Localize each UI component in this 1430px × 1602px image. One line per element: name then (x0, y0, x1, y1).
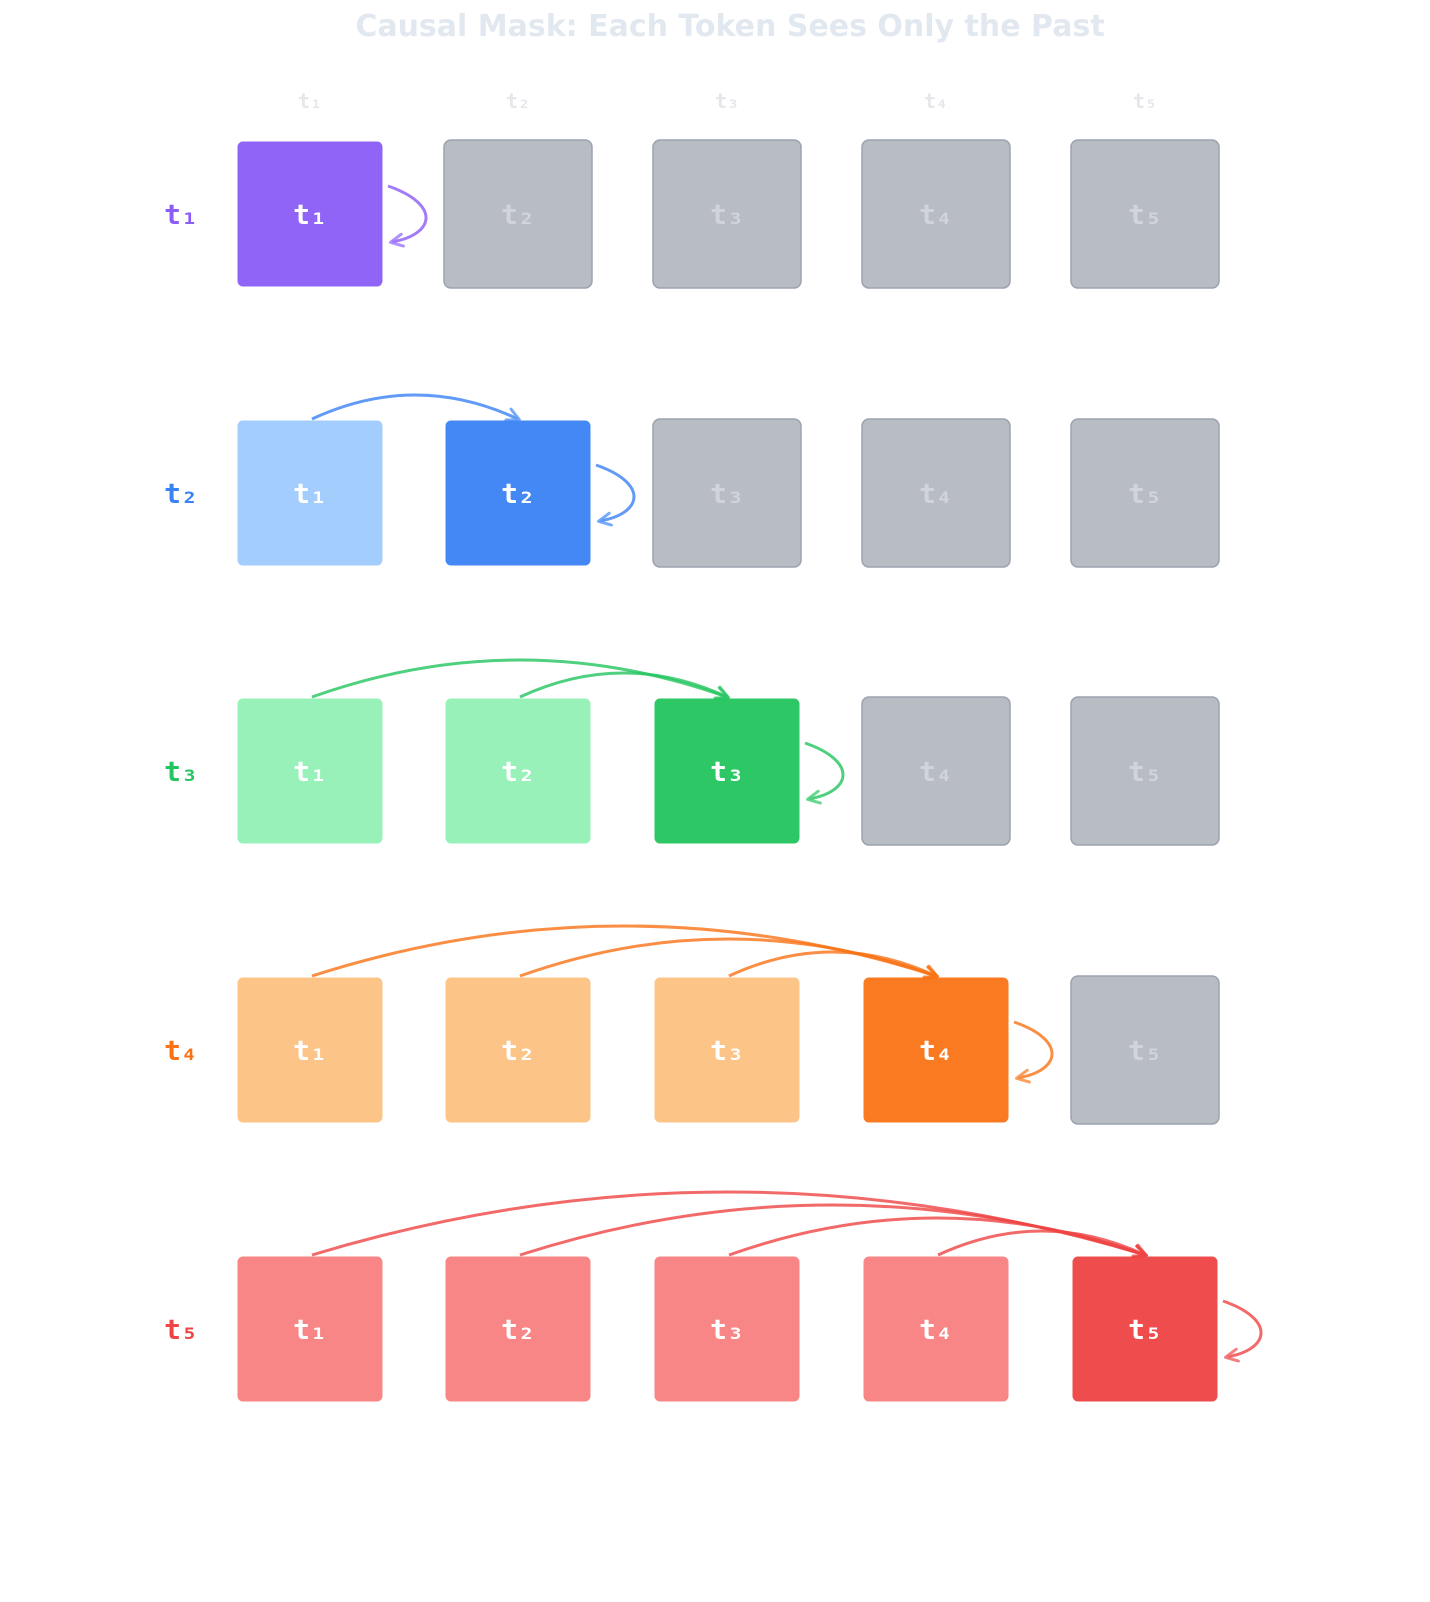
query-token-cell: t₁ (234, 138, 386, 290)
diagram-title: Causal Mask: Each Token Sees Only the Pa… (355, 9, 1104, 44)
row-label: t₅ (164, 1313, 198, 1346)
masked-token-cell: t₅ (1070, 975, 1220, 1125)
masked-token-cell: t₂ (443, 139, 593, 289)
column-header: t₁ (298, 89, 322, 113)
token-label: t₂ (501, 198, 535, 231)
token-label: t₃ (710, 477, 744, 510)
row-label: t₂ (164, 477, 198, 510)
attention-arrow (728, 1216, 1148, 1259)
masked-token-cell: t₃ (652, 418, 802, 568)
token-label: t₅ (1128, 1313, 1162, 1346)
token-label: t₅ (1128, 477, 1162, 510)
column-header: t₂ (506, 89, 530, 113)
masked-token-cell: t₄ (861, 418, 1011, 568)
token-label: t₁ (293, 755, 327, 788)
token-label: t₁ (293, 1313, 327, 1346)
masked-token-cell: t₃ (652, 139, 802, 289)
column-header: t₅ (1133, 89, 1157, 113)
masked-token-cell: t₅ (1070, 418, 1220, 568)
visible-token-cell: t₁ (234, 417, 386, 569)
masked-token-cell: t₄ (861, 696, 1011, 846)
attention-arrow (937, 1229, 1148, 1258)
token-grid: t₁ t₂ t₃ t₄ t₅ t₁ t₂ t₃ t₄ t₅ t₁ t₂ t₃ t₄ t₅ t₁ t₂ t₃ t₄ t₅… (234, 138, 1221, 1405)
token-label: t₃ (710, 755, 744, 788)
query-token-cell: t₅ (1069, 1253, 1221, 1405)
token-label: t₄ (919, 1034, 953, 1067)
row-label: t₄ (164, 1034, 198, 1067)
self-attention-loop (1013, 1020, 1054, 1084)
token-label: t₅ (1128, 1034, 1162, 1067)
visible-token-cell: t₁ (234, 695, 386, 847)
visible-token-cell: t₂ (442, 695, 594, 847)
visible-token-cell: t₃ (651, 974, 803, 1126)
self-attention-loop (1222, 1299, 1263, 1363)
attention-arrow (728, 950, 939, 979)
self-attention-loop (804, 741, 845, 805)
token-label: t₅ (1128, 198, 1162, 231)
self-attention-loop (387, 184, 428, 248)
query-token-cell: t₂ (442, 417, 594, 569)
visible-token-cell: t₃ (651, 1253, 803, 1405)
visible-token-cell: t₂ (442, 1253, 594, 1405)
attention-arrow (519, 671, 730, 700)
token-label: t₃ (710, 1313, 744, 1346)
row-label: t₁ (164, 198, 198, 231)
token-label: t₁ (293, 477, 327, 510)
column-header: t₃ (715, 89, 739, 113)
query-token-cell: t₃ (651, 695, 803, 847)
token-label: t₂ (501, 477, 535, 510)
column-header: t₄ (924, 89, 948, 113)
attention-arrow (311, 393, 521, 422)
token-label: t₁ (293, 198, 327, 231)
visible-token-cell: t₄ (860, 1253, 1012, 1405)
row-label: t₃ (164, 755, 198, 788)
visible-token-cell: t₁ (234, 974, 386, 1126)
column-headers: t₁ t₂ t₃ t₄ t₅ (298, 89, 1157, 113)
visible-token-cell: t₁ (234, 1253, 386, 1405)
masked-token-cell: t₅ (1070, 139, 1220, 289)
token-label: t₄ (919, 477, 953, 510)
attention-arrows (311, 184, 1263, 1363)
self-attention-loop (595, 463, 636, 527)
attention-arrow (311, 658, 730, 701)
token-label: t₃ (710, 1034, 744, 1067)
attention-arrow (519, 937, 939, 980)
query-token-cell: t₄ (860, 974, 1012, 1126)
masked-token-cell: t₅ (1070, 696, 1220, 846)
token-label: t₄ (919, 198, 953, 231)
token-label: t₁ (293, 1034, 327, 1067)
token-label: t₃ (710, 198, 744, 231)
token-label: t₂ (501, 1313, 535, 1346)
token-label: t₄ (919, 1313, 953, 1346)
visible-token-cell: t₂ (442, 974, 594, 1126)
token-label: t₂ (501, 755, 535, 788)
masked-token-cell: t₄ (861, 139, 1011, 289)
token-label: t₅ (1128, 755, 1162, 788)
token-label: t₄ (919, 755, 953, 788)
row-labels: t₁ t₂ t₃ t₄ t₅ (164, 198, 198, 1346)
token-label: t₂ (501, 1034, 535, 1067)
